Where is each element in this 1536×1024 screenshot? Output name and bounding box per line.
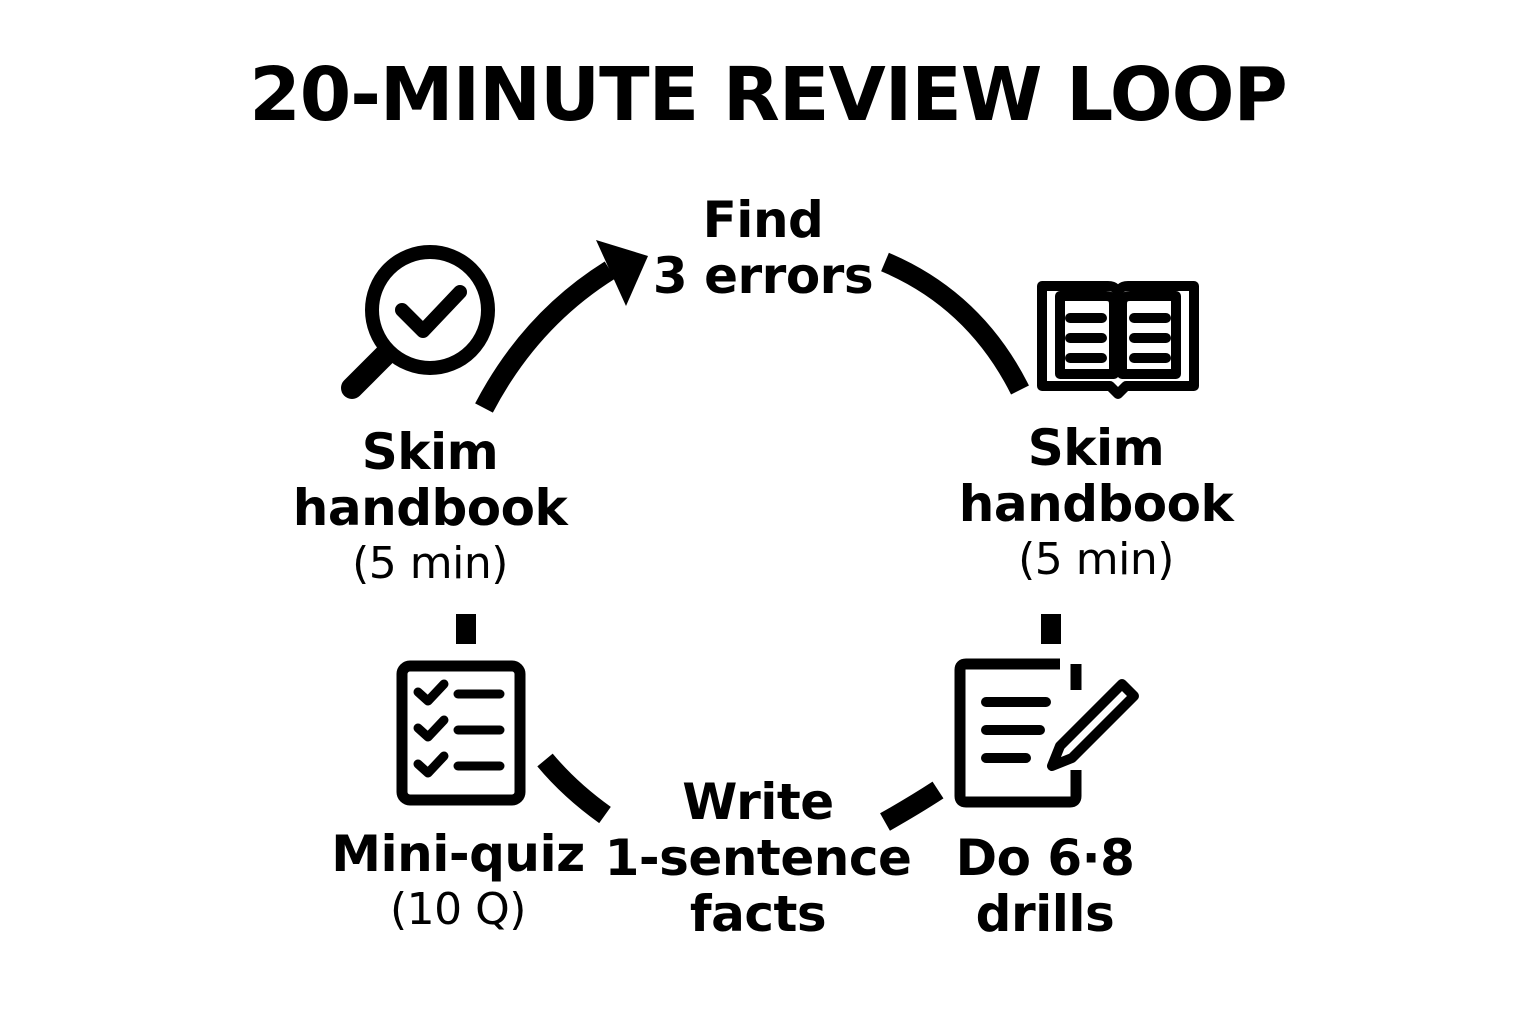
step-find-errors: Find 3 errors: [628, 192, 898, 304]
checklist-icon: [396, 660, 526, 806]
connector-arc-bottom-left: [537, 753, 611, 824]
step-drills-line1: Do 6·8: [955, 829, 1135, 887]
connector-arc-top-left: [475, 261, 616, 413]
step-mini-quiz-line1: Mini-quiz: [331, 825, 585, 883]
arrow-head-icon: [596, 240, 648, 306]
connector-arc-bottom-right: [880, 781, 944, 831]
step-mini-quiz-line2: (10 Q): [390, 884, 526, 935]
step-find-errors-line1: Find: [702, 191, 824, 249]
step-skim-handbook-left: Skim handbook (5 min): [268, 424, 592, 592]
step-write-facts: Write 1-sentence facts: [596, 774, 920, 942]
step-skim-left-line2: handbook: [292, 479, 568, 537]
diagram-title: 20-MINUTE REVIEW LOOP: [249, 52, 1288, 138]
loop-connectors: [475, 252, 1029, 831]
step-skim-left-duration: (5 min): [352, 538, 508, 589]
connector-tick-right: [1041, 614, 1061, 644]
step-drills-line2: drills: [975, 885, 1115, 943]
connector-arc-top-right: [881, 252, 1029, 395]
step-drills: Do 6·8 drills: [920, 830, 1170, 942]
step-skim-right-duration: (5 min): [1018, 534, 1174, 585]
magnifier-check-icon: [341, 245, 495, 399]
step-skim-handbook-right: Skim handbook (5 min): [934, 420, 1258, 588]
step-skim-left-line1: Skim: [361, 423, 499, 481]
step-skim-right-line1: Skim: [1027, 419, 1165, 477]
step-write-facts-line1: Write: [682, 773, 834, 831]
step-write-facts-line3: facts: [689, 885, 827, 943]
document-pencil-icon: [954, 658, 1139, 808]
step-mini-quiz: Mini-quiz (10 Q): [308, 826, 608, 938]
open-book-icon: [1037, 281, 1199, 399]
connector-tick-left: [456, 614, 476, 644]
step-skim-right-line2: handbook: [958, 475, 1234, 533]
step-find-errors-line2: 3 errors: [652, 247, 874, 305]
step-write-facts-line2: 1-sentence: [604, 829, 912, 887]
